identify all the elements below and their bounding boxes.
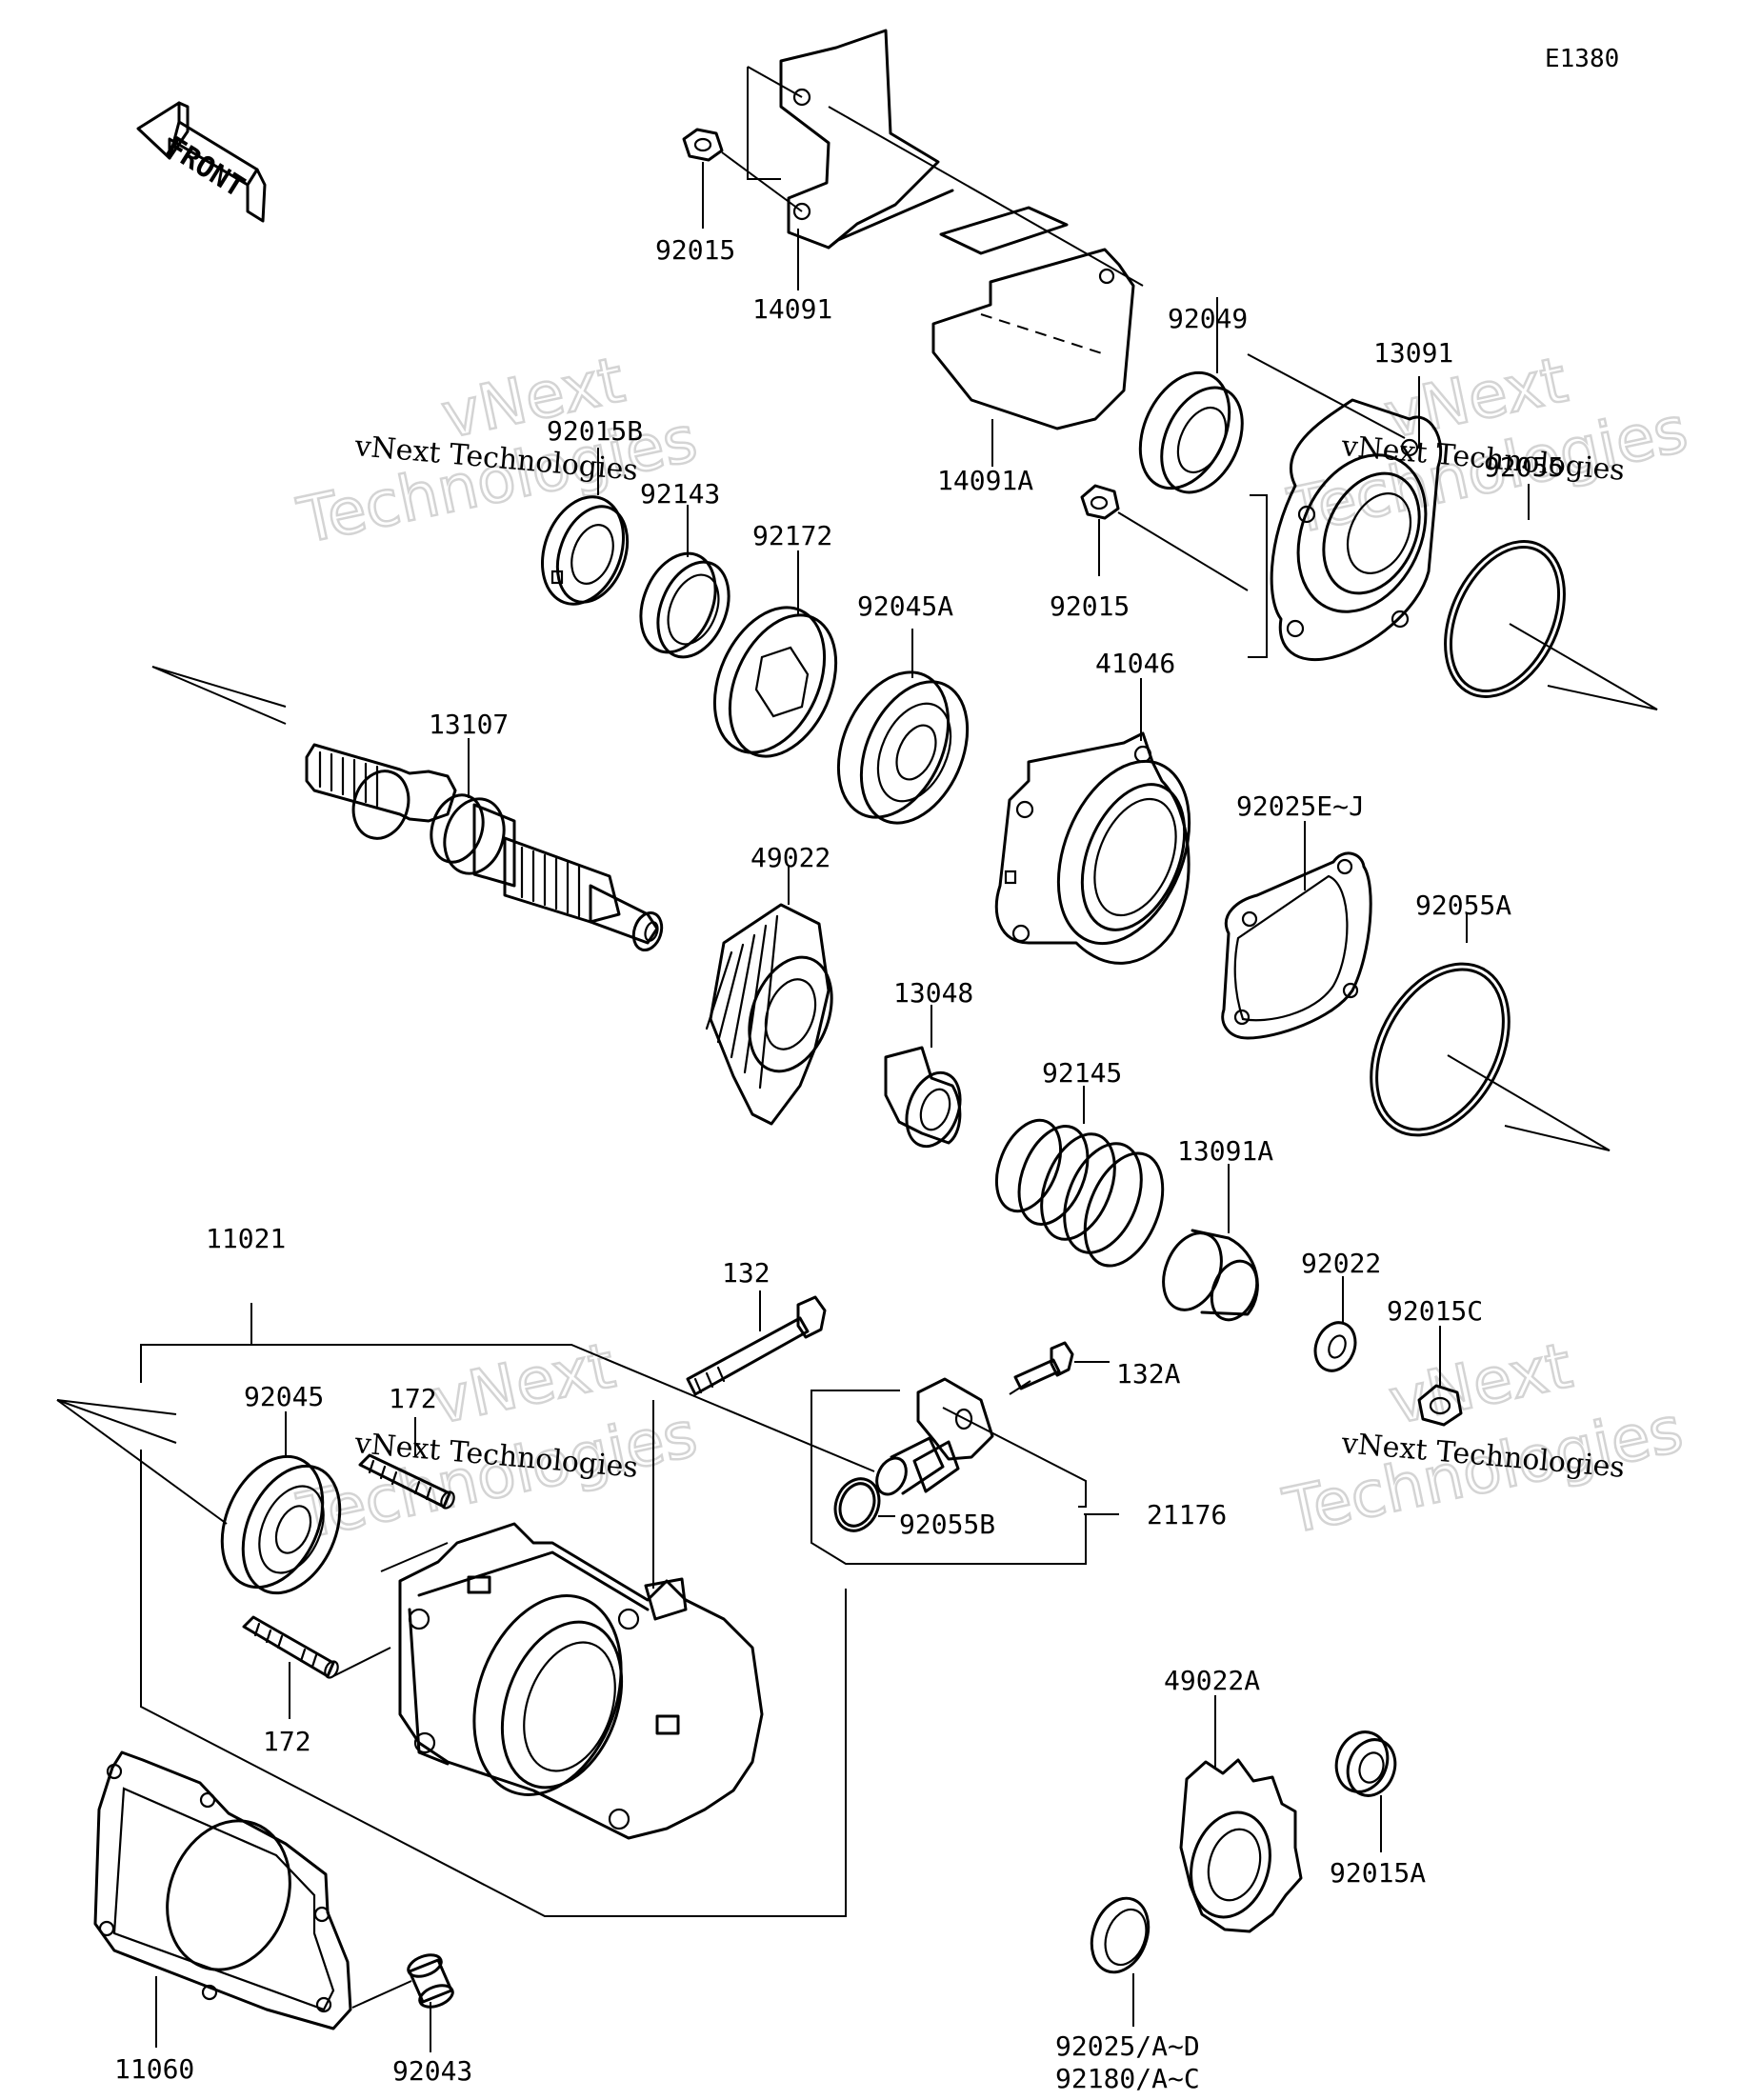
label-21176: 21176 [1147, 1499, 1227, 1530]
label-92045: 92045 [244, 1381, 324, 1412]
label-92045A: 92045A [857, 590, 953, 622]
gear-49022A [1179, 1758, 1303, 1933]
label-92172: 92172 [752, 520, 832, 551]
sensor-21176 [875, 1377, 994, 1496]
label-92025-A-D: 92025/A~D [1055, 2030, 1200, 2062]
label-92145: 92145 [1042, 1057, 1122, 1089]
bolt-132A [1013, 1341, 1074, 1390]
o-ring-92055A [1370, 962, 1511, 1137]
label-41046: 41046 [1095, 648, 1175, 679]
nut-92015-mid [1080, 484, 1120, 520]
diagram-reference-code: E1380 [1545, 45, 1619, 73]
label-92049: 92049 [1168, 303, 1248, 334]
front-arrow-icon: FRONT [136, 101, 267, 223]
stud-172-bottom [242, 1615, 339, 1679]
label-132A: 132A [1116, 1358, 1181, 1390]
label-13091A: 13091A [1177, 1135, 1273, 1167]
guide-13091A [1162, 1229, 1259, 1322]
dog-clutch-13048 [884, 1046, 962, 1149]
label-92015-top: 92015 [655, 234, 735, 266]
watermark-left: vNext Technologies vNext Technologies [290, 342, 704, 559]
gasket-92025E-J [1221, 851, 1372, 1040]
label-49022: 49022 [750, 842, 830, 873]
label-92055B: 92055B [899, 1509, 995, 1540]
spring-92145 [994, 1118, 1165, 1268]
watermark-right-bottom: vNext Technologies vNext Technologies [1276, 1328, 1690, 1550]
label-172-top: 172 [389, 1383, 437, 1414]
label-92055: 92055 [1484, 451, 1564, 483]
washer-92022 [1313, 1321, 1357, 1372]
label-92015B: 92015B [547, 415, 643, 447]
label-92055A: 92055A [1415, 890, 1511, 921]
label-13091: 13091 [1373, 337, 1453, 369]
bracket-14091 [779, 29, 954, 250]
collar-92143 [639, 551, 730, 659]
label-11021: 11021 [206, 1223, 286, 1254]
label-92022: 92022 [1301, 1248, 1381, 1279]
label-14091A: 14091A [937, 465, 1033, 496]
oil-seal-92049 [1138, 370, 1244, 494]
nut-92015A [1334, 1730, 1397, 1797]
part-labels: 92015 14091 92049 13091 14091A 92015B 92… [114, 234, 1564, 2094]
stud-172-top [358, 1453, 455, 1510]
bearing-92045 [220, 1454, 342, 1595]
nut-92015-top [682, 128, 724, 162]
nut-92015C [1417, 1384, 1463, 1427]
cover-13091 [1270, 398, 1443, 662]
label-92180-A-C: 92180/A~C [1055, 2063, 1200, 2094]
label-49022A: 49022A [1164, 1665, 1260, 1696]
label-92015-mid: 92015 [1050, 590, 1130, 622]
watermark-left-bottom: vNext Technologies vNext Technologies [290, 1328, 704, 1554]
label-13048: 13048 [893, 977, 973, 1009]
label-92143: 92143 [640, 478, 720, 510]
bracket-14091A [931, 206, 1135, 430]
drive-shaft-13107 [151, 666, 664, 952]
label-92015A: 92015A [1330, 1857, 1426, 1889]
bolt-132 [686, 1295, 827, 1396]
gasket-11060 [93, 1750, 352, 2030]
label-13107: 13107 [429, 709, 509, 740]
housing-41046 [994, 731, 1191, 965]
label-132: 132 [722, 1257, 770, 1289]
label-92043: 92043 [392, 2055, 472, 2087]
gear-case-11021 [398, 1522, 764, 1840]
nut-92172 [712, 606, 838, 758]
o-ring-92055B [833, 1477, 881, 1532]
watermark-right-top: vNext Technologies vNext Technologies [1281, 342, 1694, 550]
label-14091: 14091 [752, 293, 832, 325]
lock-washer-92015B [540, 495, 630, 606]
label-172-bottom: 172 [263, 1726, 311, 1757]
shim-92025 [1090, 1896, 1151, 1974]
dowel-pin-92043 [407, 1953, 454, 2009]
label-92025E-J: 92025E~J [1236, 790, 1365, 822]
bevel-gear-49022 [705, 903, 833, 1126]
label-92015C: 92015C [1387, 1295, 1483, 1327]
o-ring-92055 [1444, 540, 1566, 698]
label-11060: 11060 [114, 2053, 194, 2085]
bearing-92045A [836, 670, 970, 825]
